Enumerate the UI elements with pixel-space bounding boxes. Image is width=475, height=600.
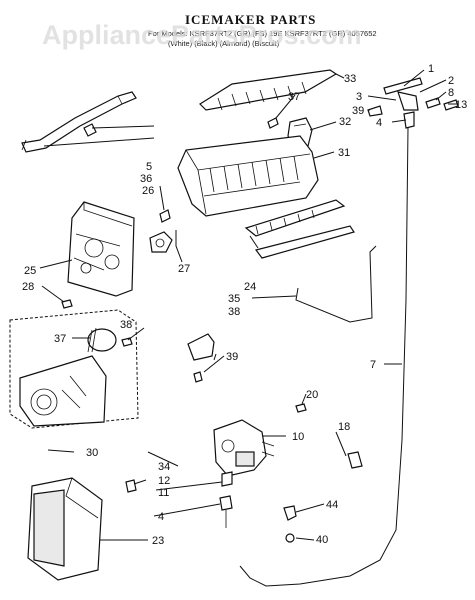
callout-11: 11 — [158, 487, 169, 499]
models-line-2: (White) (Black) (Almond) (Biscuit) — [168, 39, 280, 48]
callout-22: 32 — [339, 116, 351, 128]
part-28-screw — [61, 299, 73, 309]
part-18-cover — [27, 477, 103, 581]
callout-27: 27 — [178, 263, 190, 275]
callout-40: 40 — [316, 534, 328, 546]
part-19-screw — [295, 403, 307, 413]
callout-1: 1 — [428, 63, 434, 75]
part-27-coupler — [149, 231, 173, 253]
part-ejector — [199, 69, 338, 111]
callout-37: 37 — [54, 333, 66, 345]
callout-12: 12 — [158, 475, 170, 487]
callout-18: 23 — [152, 535, 164, 547]
callout-23: 33 — [344, 73, 356, 85]
diagram-title: ICEMAKER PARTS — [185, 12, 316, 27]
part-16-bracket — [347, 451, 363, 469]
part-water-valve — [213, 419, 275, 477]
callout-26: 26 — [142, 185, 154, 197]
part-40-clamp — [285, 533, 295, 543]
part-33-switch — [187, 333, 215, 361]
part-38-screw — [121, 337, 133, 347]
part-supply-tube — [239, 127, 409, 587]
part-top-fittings — [367, 77, 459, 129]
part-ice-level-arm — [21, 91, 137, 153]
callout-5: 5 — [146, 161, 152, 173]
callout-4-lower: 4 — [158, 511, 164, 523]
callout-4-upper: 4 — [376, 117, 382, 129]
callout-34: 39 — [226, 351, 238, 363]
control-assembly-box — [9, 309, 139, 429]
callout-19: 20 — [306, 389, 318, 401]
callout-28: 28 — [22, 281, 34, 293]
callout-32: 36 — [140, 173, 152, 185]
part-26-clip — [159, 209, 171, 223]
callout-16: 18 — [338, 421, 350, 433]
part-12-nut — [125, 479, 137, 493]
callout-25: 25 — [24, 265, 36, 277]
callout-13: 13 — [455, 99, 467, 111]
part-31-wire-arm — [295, 245, 377, 323]
callout-8: 8 — [448, 87, 454, 99]
part-screw-36 — [267, 117, 279, 129]
callout-30: 30 — [86, 447, 98, 459]
leader-lines — [39, 69, 458, 541]
callout-3: 3 — [356, 91, 362, 103]
callout-44: 44 — [326, 499, 338, 511]
watermark: AppliancePartsPros.com — [42, 20, 362, 50]
callout-31: 35 — [228, 293, 240, 305]
part-34-screw — [193, 371, 203, 383]
callout-33: 38 — [228, 306, 240, 318]
part-44-fitting — [283, 505, 297, 521]
callout-10: 10 — [292, 431, 304, 443]
callout-7: 7 — [370, 359, 376, 371]
part-37-motor — [87, 327, 117, 353]
callout-38: 38 — [120, 319, 132, 331]
callout-2: 2 — [448, 75, 454, 87]
part-4-fitting-lower — [219, 495, 233, 528]
callout-24: 24 — [244, 281, 256, 293]
part-11-fitting — [221, 471, 233, 487]
part-ice-mold — [177, 135, 319, 217]
callout-35: 34 — [158, 461, 170, 473]
callout-labels: 33 37 32 31 5 36 26 27 25 28 24 35 38 38… — [22, 63, 467, 547]
part-motor-housing — [67, 201, 135, 297]
callout-20: 31 — [338, 147, 350, 159]
callout-36: 37 — [288, 91, 300, 103]
callout-39: 39 — [352, 105, 364, 117]
part-shelf-24 — [244, 199, 355, 259]
models-line-1: For Models: KSRF37RT2 (GR) (FS) 19E KSRF… — [148, 29, 377, 38]
